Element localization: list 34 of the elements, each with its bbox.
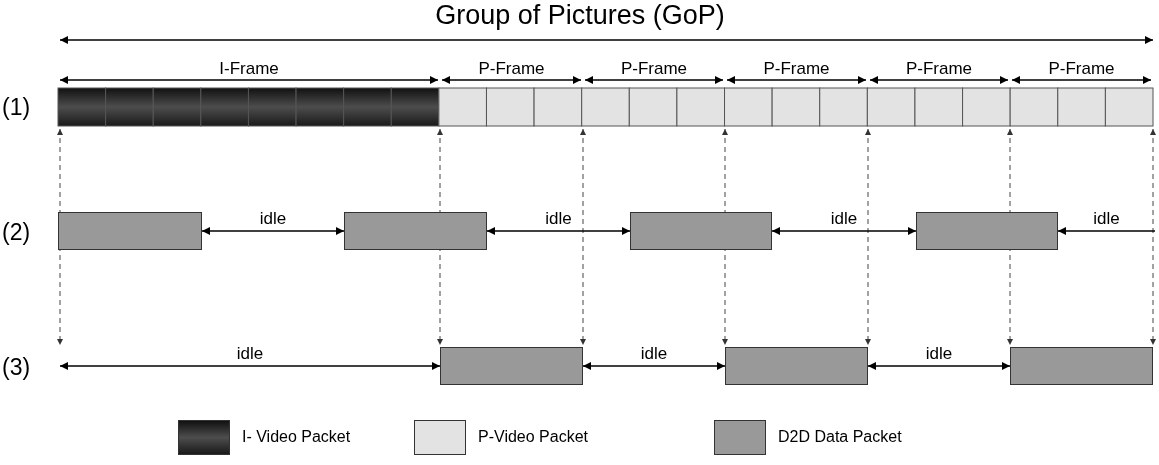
double-arrow [201,227,345,235]
frame-label: I-Frame [219,60,279,77]
data-packet-box [1010,347,1153,385]
data-packet-box [58,212,202,250]
edge-label: idle [925,345,953,362]
edge-label: idle [1093,210,1120,227]
double-arrow [771,227,917,235]
edge-label: idle [236,345,264,362]
frame-label: P-Frame [763,60,830,77]
double-arrow [582,362,726,370]
frame-label: P-Frame [620,60,688,77]
row-label: (2) [2,221,31,244]
row-label: (3) [2,356,31,379]
arrow [1057,227,1156,235]
double-arrow [59,362,441,370]
double-arrow [867,362,1011,370]
legend-text: P-Video Packet [478,429,588,445]
row-label: (1) [2,96,31,119]
data-packet-box [725,347,868,385]
data-packet-box [916,212,1058,250]
diagram-title: Group of Pictures (GoP) [435,2,725,29]
data-packet-box [440,347,583,385]
double-arrow [486,227,631,235]
edge-label: idle [545,210,572,227]
frame-label: P-Frame [1048,60,1115,77]
edge-label: idle [640,345,668,362]
frame-label: P-Frame [905,60,973,77]
edge-label: idle [259,210,287,227]
legend-text: I- Video Packet [242,429,351,445]
edge-label: idle [830,210,858,227]
legend-text: D2D Data Packet [778,429,902,445]
data-packet-box [630,212,772,250]
data-packet-box [344,212,487,250]
frame-label: P-Frame [478,60,545,77]
